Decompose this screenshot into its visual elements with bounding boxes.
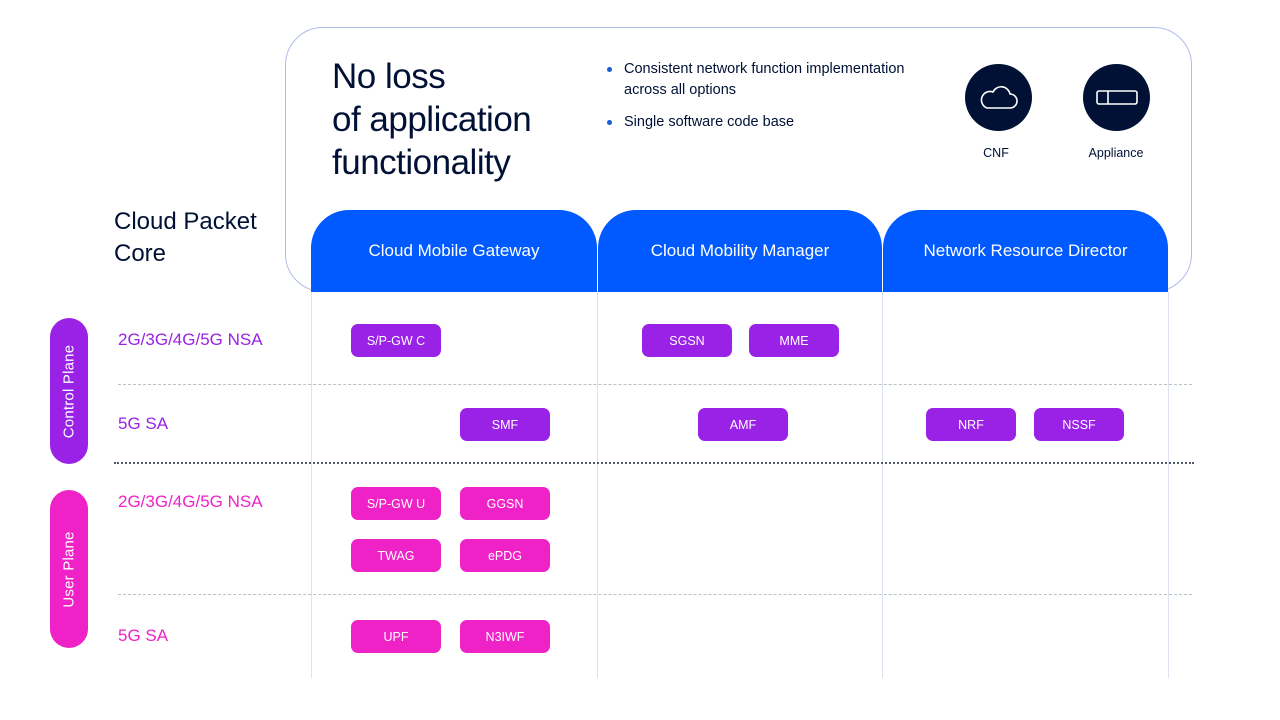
- product-tab-label: Cloud Mobility Manager: [650, 241, 830, 260]
- bullet-dot-icon: [607, 67, 612, 72]
- cnf-label: CNF: [983, 146, 1009, 160]
- hero-title-line-1: No loss: [332, 57, 446, 96]
- product-tab-network-resource-director: Network Resource Director: [883, 210, 1168, 292]
- plane-divider: [114, 462, 1194, 464]
- user-plane-pill: User Plane: [50, 490, 88, 648]
- row-divider: [118, 594, 1192, 595]
- nf-chip-smf: SMF: [460, 408, 550, 441]
- feature-bullet: Single software code base: [606, 112, 906, 133]
- product-tab-cloud-mobility-manager: Cloud Mobility Manager: [598, 210, 882, 292]
- user-plane-label: User Plane: [60, 530, 78, 608]
- nf-chip-epdg: ePDG: [460, 539, 550, 572]
- column-divider: [597, 292, 598, 678]
- nf-chip-nrf: NRF: [926, 408, 1016, 441]
- row-label-cp-legacy: 2G/3G/4G/5G NSA: [118, 330, 263, 349]
- section-title: Cloud Packet Core: [114, 208, 257, 267]
- nf-chip-ggsn: GGSN: [460, 487, 550, 520]
- nf-chip-n3iwf: N3IWF: [460, 620, 550, 653]
- bullet-dot-icon: [607, 120, 612, 125]
- feature-bullet-text: Consistent network function implementati…: [624, 61, 905, 98]
- product-tab-label: Network Resource Director: [923, 241, 1128, 260]
- control-plane-pill: Control Plane: [50, 318, 88, 464]
- nf-chip-nssf: NSSF: [1034, 408, 1124, 441]
- feature-bullet-list: Consistent network function implementati…: [606, 59, 906, 144]
- row-label-cp-5g-sa: 5G SA: [118, 414, 169, 433]
- nf-chip-twag: TWAG: [351, 539, 441, 572]
- feature-bullet-text: Single software code base: [624, 114, 795, 130]
- row-label-up-5g-sa: 5G SA: [118, 626, 169, 645]
- column-divider: [311, 292, 312, 678]
- control-plane-label: Control Plane: [60, 344, 78, 438]
- nf-chip-spgw-u: S/P-GW U: [351, 487, 441, 520]
- server-appliance-icon: [1083, 64, 1150, 131]
- nf-chip-amf: AMF: [698, 408, 788, 441]
- row-label-up-legacy: 2G/3G/4G/5G NSA: [118, 492, 263, 511]
- hero-title-line-2: of application: [332, 100, 532, 139]
- nf-chip-upf: UPF: [351, 620, 441, 653]
- row-divider: [118, 384, 1192, 385]
- hero-title-line-3: functionality: [332, 143, 511, 182]
- nf-chip-spgw-c: S/P-GW C: [351, 324, 441, 357]
- product-tab-cloud-mobile-gateway: Cloud Mobile Gateway: [311, 210, 597, 292]
- appliance-label: Appliance: [1088, 146, 1144, 160]
- column-divider: [882, 292, 883, 678]
- product-tab-label: Cloud Mobile Gateway: [368, 241, 540, 260]
- hero-title: No loss of application functionality: [332, 55, 592, 184]
- feature-bullet: Consistent network function implementati…: [606, 59, 906, 101]
- nf-chip-sgsn: SGSN: [642, 324, 732, 357]
- column-divider: [1168, 292, 1169, 678]
- cloud-icon: [965, 64, 1032, 131]
- nf-chip-mme: MME: [749, 324, 839, 357]
